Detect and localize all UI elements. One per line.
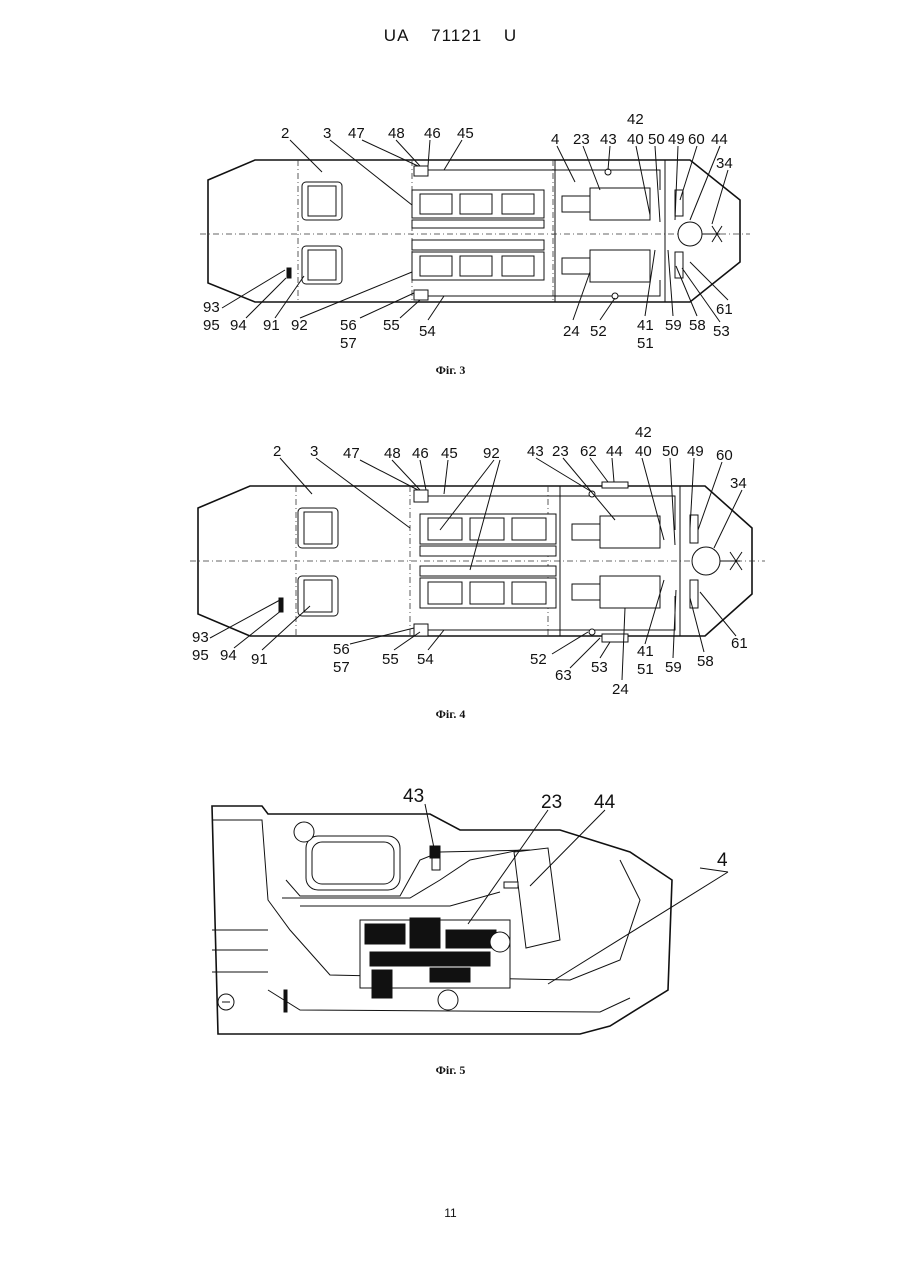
fig5-porthole (294, 822, 314, 842)
page-number: 11 (0, 1206, 901, 1220)
fig5-label: 4 (717, 850, 728, 871)
fig5-valve-43 (430, 846, 440, 858)
fig5-labels: 43 23 44 4 (403, 786, 728, 871)
fig5-label: 43 (403, 786, 424, 807)
fig5-engine-23 (360, 918, 510, 1010)
figure-5-caption: Фіг. 5 (0, 1063, 901, 1078)
fig5-label: 23 (541, 792, 562, 813)
